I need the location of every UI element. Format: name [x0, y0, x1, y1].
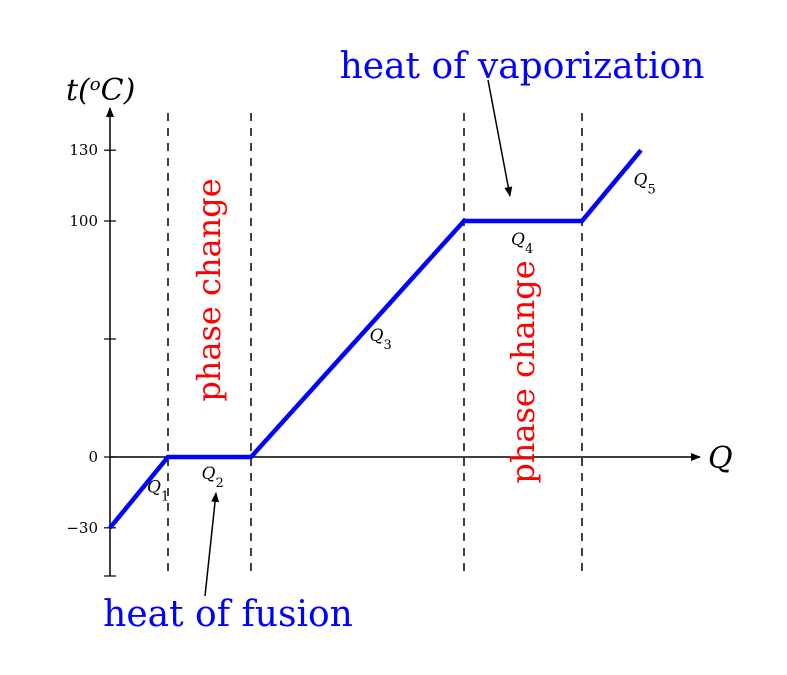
- segment-label-q4: Q4: [511, 230, 533, 257]
- phase-change-label-fusion: phase change: [190, 178, 228, 401]
- heat-of-fusion-arrow: [204, 492, 220, 597]
- y-ticks: −30 0 100 130: [66, 141, 116, 577]
- y-tick-label: −30: [66, 519, 98, 537]
- heating-curve-line: [108, 148, 643, 530]
- series: [108, 148, 643, 530]
- y-tick-label: 130: [69, 141, 98, 159]
- heat-of-vaporization-arrow: [487, 79, 513, 197]
- segment-label-q5: Q5: [634, 171, 656, 198]
- heat-of-fusion-label: heat of fusion: [103, 594, 353, 635]
- segment-labels: Q1 Q2 Q3 Q4 Q5: [147, 171, 656, 504]
- x-axis-title: Q: [708, 441, 733, 476]
- segment-label-q1: Q1: [147, 477, 169, 504]
- y-tick-label: 0: [88, 448, 98, 466]
- phase-change-label-vaporization: phase change: [504, 260, 542, 483]
- phase-boundaries: [167, 113, 583, 578]
- heat-of-vaporization-label: heat of vaporization: [340, 46, 705, 87]
- segment-label-q3: Q3: [370, 326, 392, 353]
- segment-label-q2: Q2: [202, 464, 224, 491]
- y-tick-label: 100: [69, 212, 98, 230]
- y-axis-title: t(oC): [66, 73, 135, 108]
